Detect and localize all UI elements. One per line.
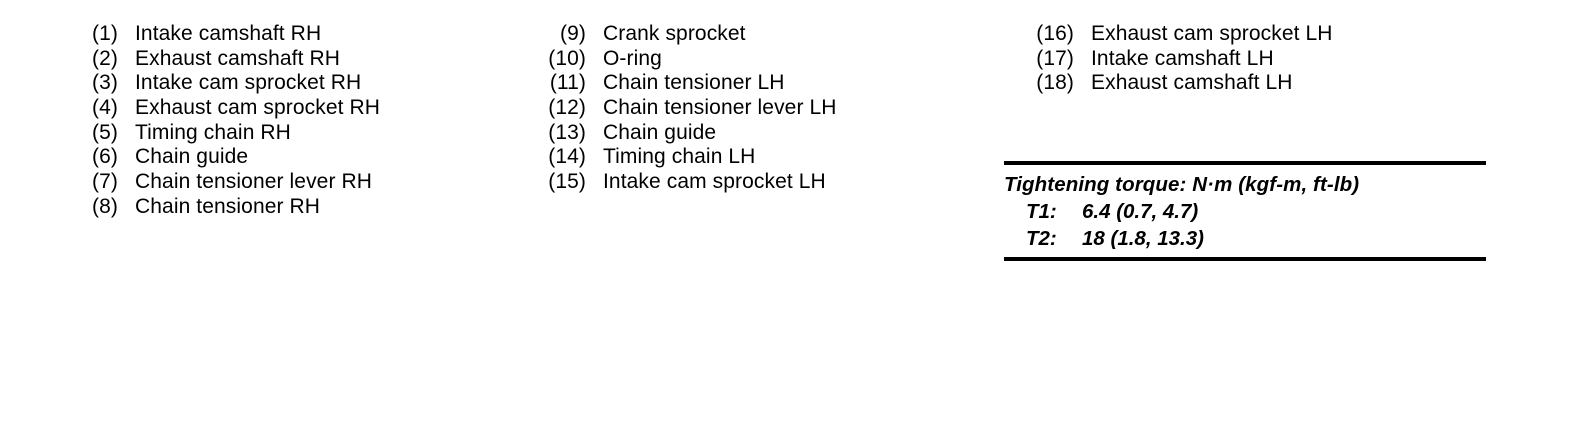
legend-item-index: (4) [92, 96, 118, 120]
legend-item-label: Timing chain LH [603, 145, 756, 169]
legend-item-index: (10) [548, 46, 586, 70]
legend-item-index: (15) [548, 170, 586, 194]
torque-table-title: Tightening torque: N·m (kgf-m, ft-lb) [1004, 173, 1360, 196]
legend-item-index: (8) [92, 194, 118, 218]
legend-item: (8) Chain tensioner RH [66, 195, 380, 220]
legend-column-1: (1) Intake camshaft RH (2) Exhaust camsh… [66, 22, 380, 220]
torque-row-key: T2: [1026, 227, 1057, 250]
legend-item-label: Exhaust cam sprocket LH [1091, 22, 1333, 45]
legend-item-index: (13) [548, 120, 586, 144]
torque-table-top-rule [1004, 161, 1486, 165]
torque-table-bottom-rule [1004, 257, 1486, 261]
legend-item: (13) Chain guide [534, 121, 837, 146]
legend-item-index: (5) [92, 120, 118, 144]
legend-item-index: (9) [560, 22, 586, 45]
legend-item: (14) Timing chain LH [534, 145, 837, 170]
legend-item-label: Chain guide [603, 120, 717, 144]
legend-item: (6) Chain guide [66, 145, 380, 170]
legend-item: (16) Exhaust cam sprocket LH [1022, 22, 1333, 47]
legend-item-label: Intake cam sprocket LH [603, 170, 826, 194]
legend-column-2: (9) Crank sprocket (10) O-ring (11) Chai… [534, 22, 837, 195]
legend-item: (17) Intake camshaft LH [1022, 47, 1333, 72]
legend-item-index: (14) [548, 145, 586, 169]
torque-row: T2: 18 (1.8, 13.3) [1004, 225, 1486, 252]
legend-item: (9) Crank sprocket [534, 22, 837, 47]
legend-item-label: Intake cam sprocket RH [135, 71, 362, 95]
legend-item: (15) Intake cam sprocket LH [534, 170, 837, 195]
torque-row-key: T1: [1026, 200, 1057, 223]
legend-item-label: Exhaust camshaft LH [1091, 71, 1293, 95]
legend-item-label: Chain tensioner LH [603, 71, 785, 95]
legend-item: (12) Chain tensioner lever LH [534, 96, 837, 121]
legend-item-label: Exhaust cam sprocket RH [135, 96, 381, 120]
legend-item-label: Crank sprocket [603, 22, 746, 45]
legend-item: (4) Exhaust cam sprocket RH [66, 96, 380, 121]
legend-item-label: Chain tensioner lever RH [135, 170, 373, 194]
legend-item-index: (11) [549, 71, 586, 95]
legend-item-index: (12) [548, 96, 586, 120]
legend-item-index: (3) [92, 71, 118, 95]
legend-item-label: Intake camshaft LH [1091, 46, 1274, 70]
legend-item: (18) Exhaust camshaft LH [1022, 71, 1333, 96]
legend-item: (1) Intake camshaft RH [66, 22, 380, 47]
legend-item-label: Chain tensioner lever LH [603, 96, 837, 120]
legend-item-label: Chain tensioner RH [135, 194, 321, 218]
legend-item-index: (17) [1036, 46, 1074, 70]
legend-item-index: (2) [92, 46, 118, 70]
legend-item-index: (7) [92, 170, 118, 194]
torque-row-value: 18 (1.8, 13.3) [1082, 227, 1204, 250]
legend-item: (10) O-ring [534, 47, 837, 72]
legend-item-index: (18) [1036, 71, 1074, 95]
legend-item: (5) Timing chain RH [66, 121, 380, 146]
tightening-torque-table: Tightening torque: N·m (kgf-m, ft-lb) T1… [1004, 161, 1486, 261]
legend-column-3: (16) Exhaust cam sprocket LH (17) Intake… [1022, 22, 1333, 96]
legend-item-label: Intake camshaft RH [135, 22, 322, 45]
legend-item: (7) Chain tensioner lever RH [66, 170, 380, 195]
legend-item-index: (16) [1036, 22, 1074, 45]
legend-item: (11) Chain tensioner LH [534, 71, 837, 96]
torque-row-value: 6.4 (0.7, 4.7) [1082, 200, 1199, 223]
legend-item-label: Exhaust camshaft RH [135, 46, 340, 70]
legend-item: (3) Intake cam sprocket RH [66, 71, 380, 96]
legend-item-index: (6) [92, 145, 118, 169]
torque-table-body: Tightening torque: N·m (kgf-m, ft-lb) T1… [1004, 165, 1486, 257]
legend-item-index: (1) [92, 22, 118, 45]
legend-item: (2) Exhaust camshaft RH [66, 47, 380, 72]
legend-item-label: O-ring [603, 46, 662, 70]
torque-row: T1: 6.4 (0.7, 4.7) [1004, 198, 1486, 225]
legend-item-label: Timing chain RH [135, 120, 291, 144]
legend-item-label: Chain guide [135, 145, 249, 169]
